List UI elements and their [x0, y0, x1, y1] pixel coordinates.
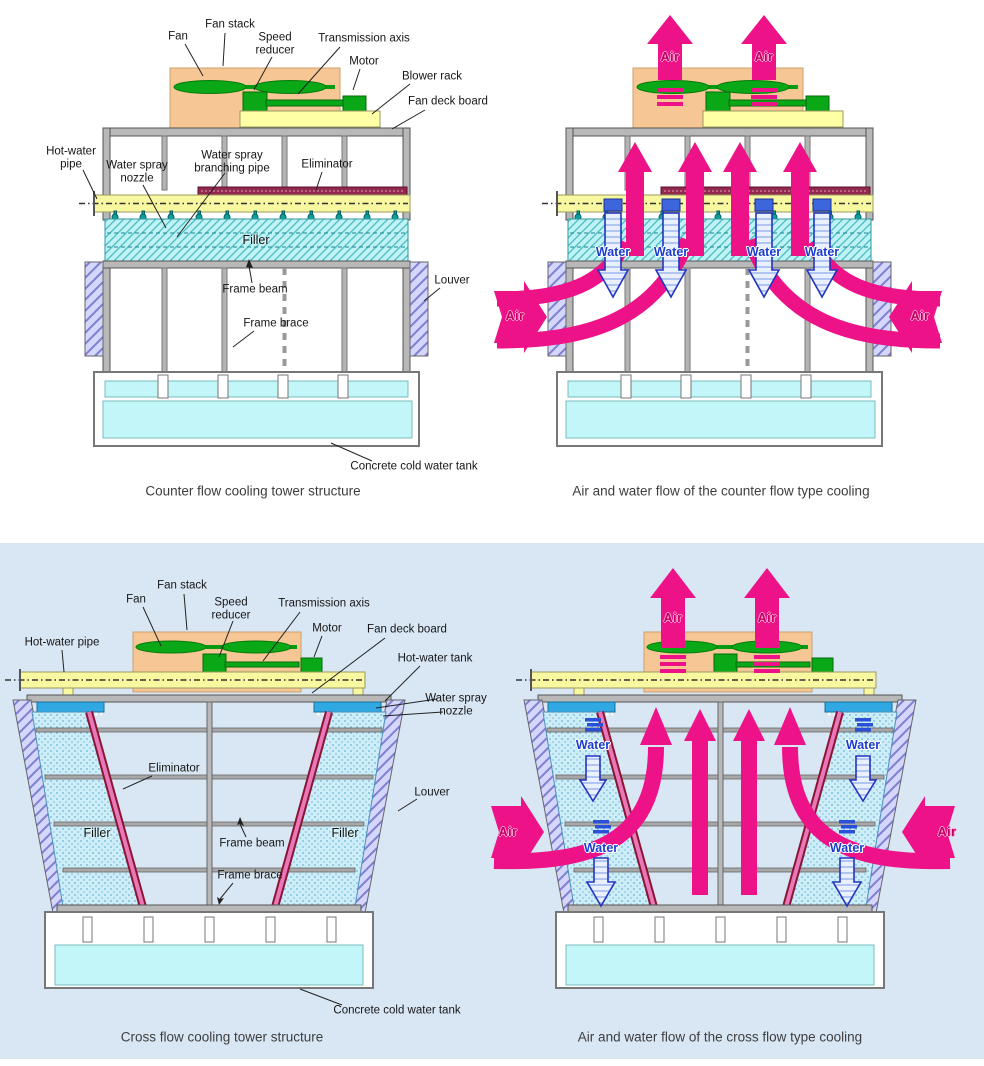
cross-structure-diagram — [5, 593, 444, 1006]
leader-arrowhead — [217, 897, 224, 905]
air-flow-bands — [493, 746, 951, 870]
leader-lines — [82, 32, 441, 462]
air-exhaust-arrows — [647, 15, 787, 106]
leader-lines — [61, 593, 444, 1006]
water-down-arrows — [578, 755, 878, 908]
air-inlet-arrows — [494, 281, 942, 353]
counter-structure-diagram — [77, 32, 441, 462]
water-down-arrows — [596, 198, 839, 299]
air-exhaust-arrows — [650, 568, 790, 673]
water-spray-icons — [585, 718, 873, 834]
leader-arrowhead — [237, 817, 244, 826]
counter-flow-diagram — [494, 15, 942, 448]
air-up-arrows — [618, 142, 817, 256]
air-inlet-arrows — [491, 796, 955, 868]
leader-arrowhead — [246, 259, 253, 268]
cross-flow-diagram — [491, 568, 955, 988]
air-up-arrows — [640, 707, 806, 895]
